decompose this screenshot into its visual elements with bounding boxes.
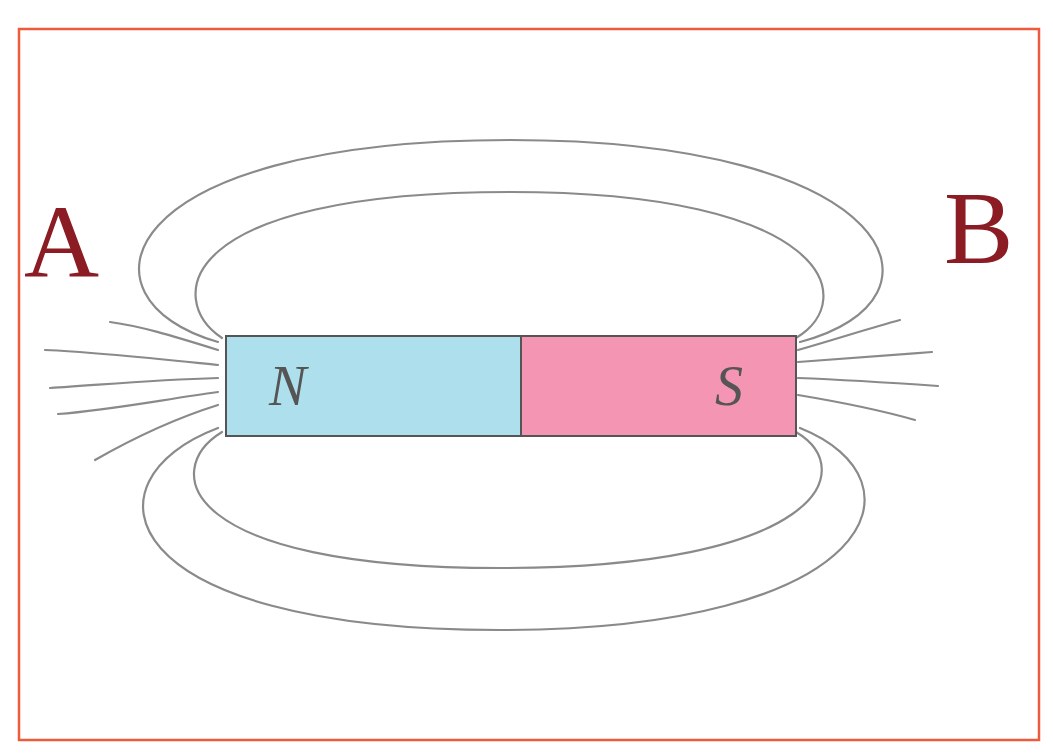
field-line [143, 428, 865, 630]
field-line [58, 392, 218, 414]
field-line [798, 352, 932, 362]
pole-letter: S [715, 358, 743, 414]
field-line [798, 320, 900, 350]
north-pole: N [225, 335, 522, 437]
field-line [798, 395, 915, 420]
field-line [110, 322, 218, 350]
south-pole: S [520, 335, 797, 437]
field-line [194, 432, 822, 568]
field-line [798, 378, 938, 386]
field-line [45, 350, 218, 365]
field-line [196, 192, 824, 338]
field-line [95, 405, 218, 460]
field-line [50, 378, 218, 388]
frame-border [19, 29, 1039, 740]
field-lines [45, 140, 938, 630]
field-line [139, 140, 883, 342]
pole-letter: N [269, 358, 306, 414]
end-label: A [24, 190, 99, 294]
end-label: B [944, 176, 1013, 280]
